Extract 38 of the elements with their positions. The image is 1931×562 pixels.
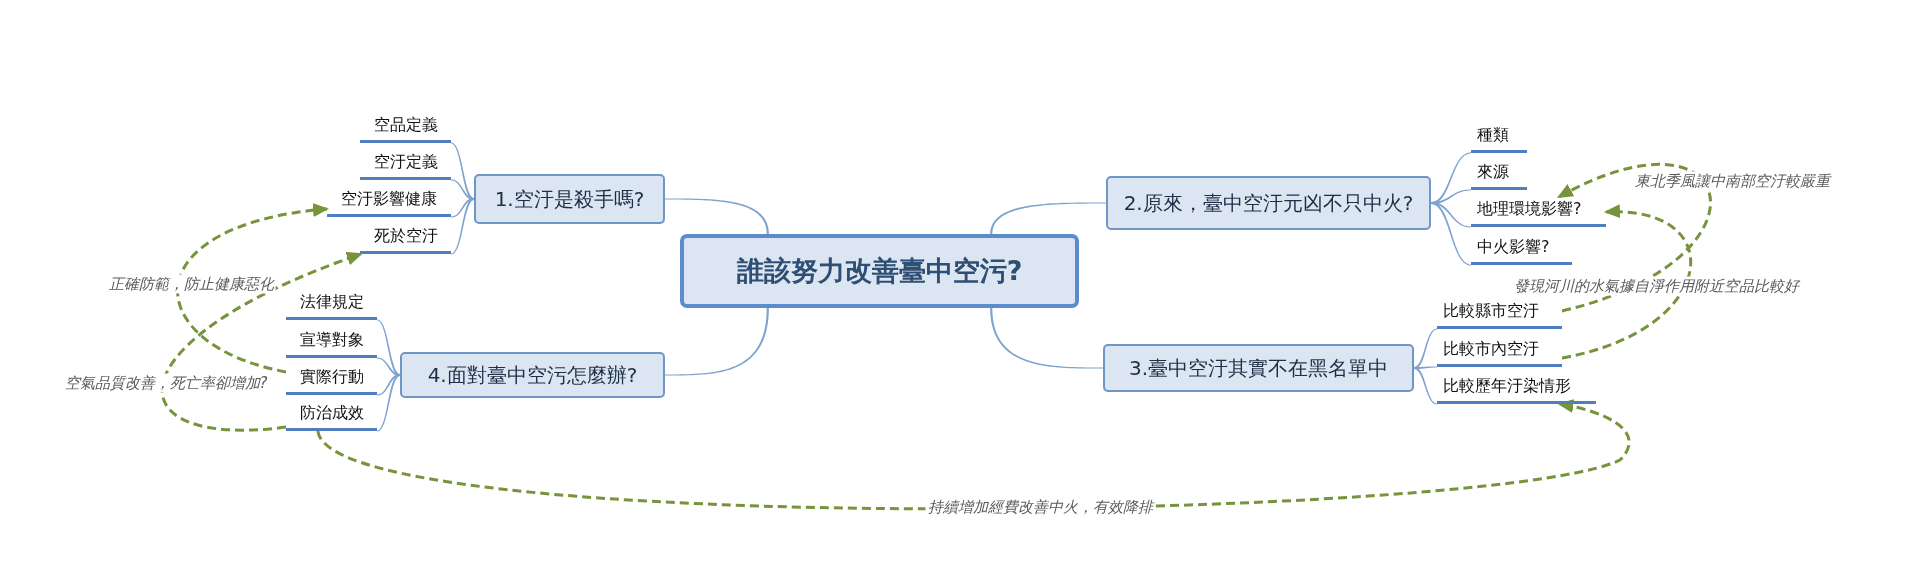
topic-box: 1.空汙是殺手嗎? bbox=[474, 174, 665, 224]
underlined-item: 法律規定 bbox=[286, 290, 377, 320]
topic-box: 4.面對臺中空污怎麼辦? bbox=[400, 352, 665, 398]
edge-label: 持續增加經費改善中火，有效降排 bbox=[925, 497, 1155, 517]
connector-line bbox=[665, 308, 769, 376]
dashed-arrow bbox=[161, 252, 363, 432]
underlined-item: 空汙影響健康 bbox=[327, 187, 451, 217]
edge-label: 東北季風讓中南部空汙較嚴重 bbox=[1632, 171, 1832, 191]
dashed-arrow bbox=[1561, 205, 1692, 360]
underlined-item: 來源 bbox=[1471, 160, 1527, 190]
underlined-item: 空品定義 bbox=[360, 113, 451, 143]
dashed-arrow bbox=[176, 203, 329, 374]
underlined-item: 比較縣市空汙 bbox=[1437, 299, 1562, 329]
connector-line bbox=[990, 308, 1103, 369]
connector-line bbox=[451, 142, 475, 201]
underlined-item: 比較歷年汙染情形 bbox=[1437, 374, 1596, 404]
edge-label: 空氣品質改善，死亡率卻增加? bbox=[62, 373, 270, 393]
underlined-item: 空汙定義 bbox=[360, 150, 451, 180]
underlined-item: 死於空汙 bbox=[360, 224, 451, 254]
connector-line bbox=[990, 202, 1106, 234]
topic-box: 3.臺中空汙其實不在黑名單中 bbox=[1103, 344, 1414, 392]
underlined-item: 防治成效 bbox=[286, 401, 377, 431]
connector-line bbox=[1413, 366, 1437, 405]
connector-line bbox=[451, 197, 475, 255]
connector-line bbox=[665, 198, 769, 234]
central-topic-box: 誰該努力改善臺中空污? bbox=[680, 234, 1079, 308]
underlined-item: 比較市內空汙 bbox=[1437, 337, 1562, 367]
underlined-item: 地理環境影響? bbox=[1471, 197, 1606, 227]
connector-line bbox=[377, 373, 401, 432]
connector-line bbox=[1430, 201, 1471, 266]
topic-box: 2.原來，臺中空汙元凶不只中火? bbox=[1106, 176, 1431, 230]
dashed-arrow bbox=[1556, 163, 1712, 313]
underlined-item: 宣導對象 bbox=[286, 328, 377, 358]
underlined-item: 中火影響? bbox=[1471, 235, 1572, 265]
underlined-item: 種類 bbox=[1471, 123, 1527, 153]
edge-label: 正確防範，防止健康惡化 bbox=[106, 274, 276, 294]
underlined-item: 實際行動 bbox=[286, 365, 377, 395]
connector-line bbox=[377, 319, 401, 377]
